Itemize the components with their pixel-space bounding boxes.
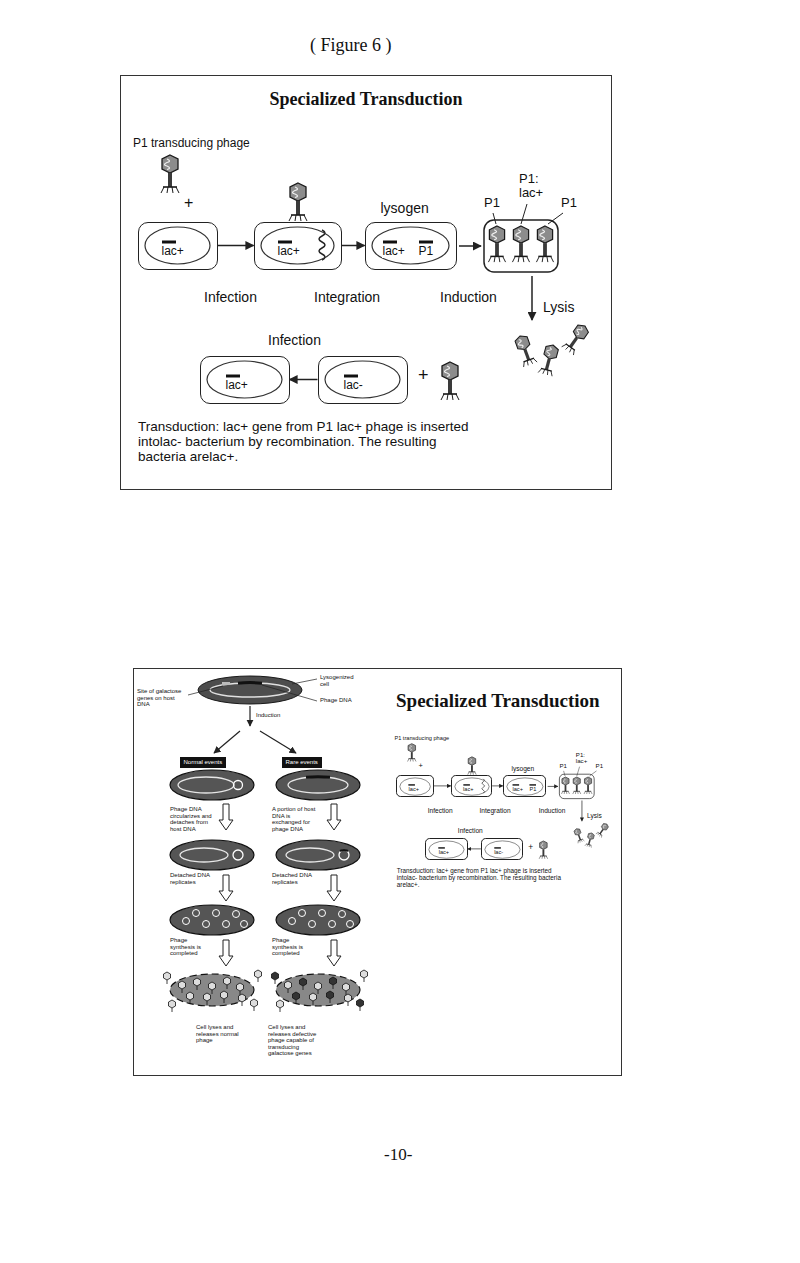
phage-caption: P1 transducing phage: [133, 137, 250, 150]
chromosome-loop: [400, 778, 431, 795]
plus-sign: +: [528, 843, 533, 852]
step-label: Lysis: [543, 300, 574, 315]
chromosome-loop: [261, 227, 334, 264]
bacterial-cell: lac+: [451, 775, 492, 798]
step-label: Infection: [458, 827, 483, 834]
lysogenized-cell: [188, 676, 317, 704]
illustration-label: Lysogenized cell: [320, 674, 360, 687]
phage-caption: P1 transducing phage: [394, 735, 449, 741]
gene-label: lac+: [161, 245, 185, 258]
gene-bar: [162, 240, 176, 243]
page-number: -10-: [384, 1146, 412, 1165]
step-arrow: [218, 245, 254, 247]
bacterial-cell: lac+: [254, 222, 342, 270]
step-arrow: [434, 785, 451, 786]
figure-title: ( Figure 6 ): [310, 36, 391, 56]
gene-label: lac+: [438, 849, 450, 855]
band-label: Rare events: [282, 757, 322, 768]
phage-label: P1: [484, 196, 500, 210]
illustration-label: A portion of host DNA is exchanged for p…: [272, 806, 318, 832]
phage-label: P1: [596, 763, 603, 770]
chromosome: [366, 223, 455, 268]
gene-label: lac+: [462, 786, 474, 792]
chromosome-loop: [325, 361, 400, 398]
gene-label: P1: [528, 786, 537, 792]
gene-bar: [383, 240, 397, 243]
illustration-label: Detached DNA replicates: [170, 872, 214, 885]
chromosome-loop: [207, 361, 282, 398]
gene-bar: [419, 240, 433, 243]
gene-label: lac-: [493, 849, 504, 855]
gene-label: lac+: [225, 379, 249, 392]
phage-label: P1: lac+: [576, 752, 591, 765]
chromosome-loop: [145, 227, 210, 264]
step-label: Infection: [204, 290, 257, 305]
bacterial-cell: lac+: [200, 356, 290, 404]
rare-event-cells: [272, 770, 368, 1012]
step-label: Infection: [428, 807, 453, 814]
step-label: Integration: [479, 807, 510, 814]
plus-sign: +: [418, 762, 422, 770]
chromosome-loop: [429, 840, 464, 857]
step-label: Lysis: [587, 812, 602, 819]
illustration-label: Detached DNA replicates: [272, 872, 316, 885]
gene-label: lac-: [343, 379, 364, 392]
caption: Transduction: lac+ gene from P1 lac+ pha…: [138, 420, 488, 465]
bacterial-cell: lysogenlac+P1: [503, 775, 546, 798]
step-arrow: [290, 379, 318, 381]
caption: Transduction: lac+ gene from P1 lac+ pha…: [397, 868, 563, 889]
chromosome-loop: [455, 778, 489, 795]
event-band: Normal events: [180, 757, 227, 768]
gene-label: lac+: [382, 245, 406, 258]
plus-sign: +: [418, 366, 429, 386]
plus-sign: +: [184, 194, 193, 212]
gene-label: lac+: [408, 786, 420, 792]
gene-bar: [278, 240, 292, 243]
illustration-label: Cell lyses and releases normal phage: [196, 1024, 244, 1044]
chromosome-loop: [507, 778, 543, 795]
illustration-label: Phage DNA circularizes and detaches from…: [170, 806, 214, 832]
chromosome: [504, 776, 546, 797]
bacterial-cell: lac+: [425, 838, 467, 861]
step-label: Induction: [539, 807, 566, 814]
step-label: Infection: [268, 333, 321, 348]
normal-event-cells: [164, 770, 262, 1012]
step-label: Integration: [314, 290, 380, 305]
cell-heading: lysogen: [511, 765, 536, 772]
step-arrow: [492, 785, 503, 786]
chromosome-loop: [485, 840, 520, 857]
step-arrow: [342, 245, 365, 247]
step-label: Induction: [440, 290, 497, 305]
gene-label: lac+: [277, 245, 301, 258]
illustration-label: Phage synthesis is completed: [272, 937, 316, 957]
transduction-illustration: [161, 155, 591, 400]
step-arrow: [468, 848, 481, 849]
cell-heading: lysogen: [380, 201, 430, 216]
gene-label: lac+: [511, 786, 523, 792]
bacterial-cell: lysogenlac+P1: [365, 222, 457, 270]
bacterial-cell: lac+: [396, 775, 434, 798]
phage-label: P1: lac+: [519, 172, 549, 201]
bacterial-cell: lac-: [481, 838, 523, 861]
chromosome-loop: [372, 227, 449, 264]
illustration-label: Induction: [256, 712, 280, 719]
gene-label: P1: [418, 245, 435, 258]
illustration-label: Cell lyses and releases defective phage …: [268, 1024, 320, 1057]
illustration-label: Phage synthesis is completed: [170, 937, 214, 957]
phage-label: P1: [561, 196, 577, 210]
phage-label: P1: [559, 763, 566, 770]
band-label: Normal events: [180, 757, 227, 768]
illustration-label: Site of galactose genes on host DNA: [137, 688, 185, 708]
transduction-illustration: [408, 744, 610, 859]
gene-bar: [344, 374, 358, 377]
bacterial-cell: lac+: [138, 222, 218, 270]
bacterial-cell: lac-: [318, 356, 408, 404]
panel-title: Specialized Transduction: [121, 90, 611, 110]
illustration-label: Phage DNA: [320, 697, 360, 704]
gene-bar: [226, 374, 240, 377]
event-band: Rare events: [282, 757, 322, 768]
panel-title: Specialized Transduction: [396, 691, 600, 712]
